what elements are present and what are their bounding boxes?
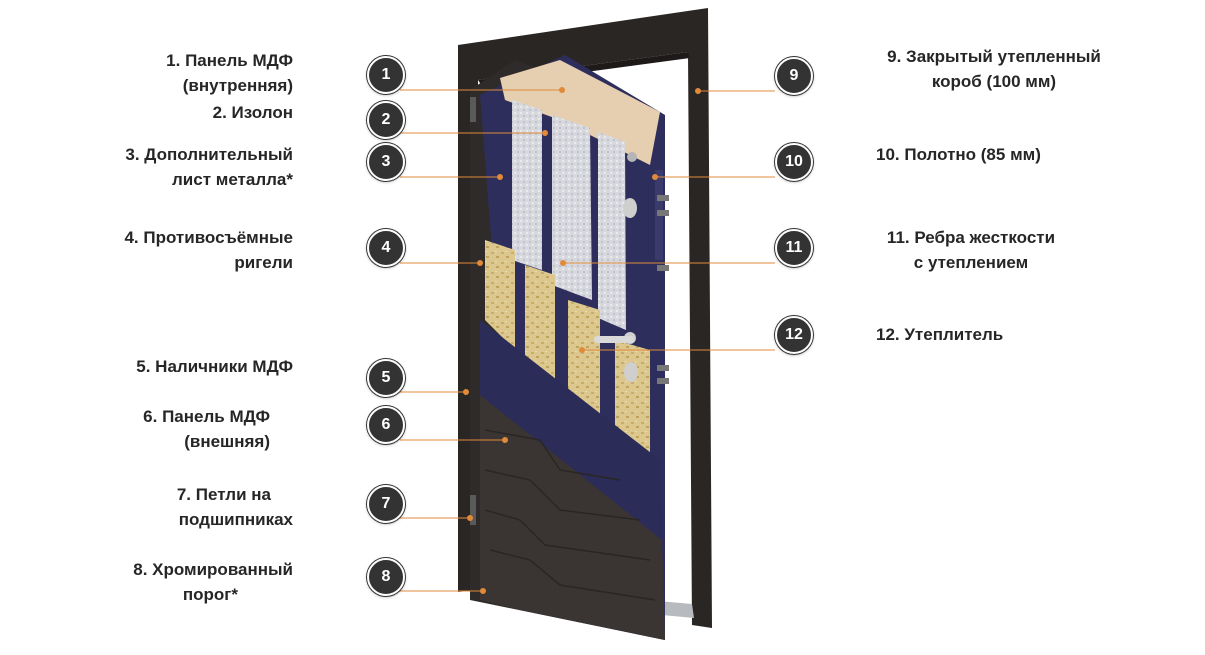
callout-label-5: 5. Наличники МДФ (136, 354, 293, 379)
callout-badge-10: 10 (775, 143, 813, 181)
callout-badge-5: 5 (367, 359, 405, 397)
label-line: 11. Ребра жесткости (886, 228, 1056, 247)
leader-dots (463, 87, 701, 594)
callout-label-3: 3. Дополнительный лист металла* (125, 142, 293, 192)
callout-label-11: 11. Ребра жесткости с утеплением (876, 225, 1066, 275)
callout-label-8: 8. Хромированный порог* (133, 557, 293, 607)
callout-badge-11: 11 (775, 229, 813, 267)
callout-badge-4: 4 (367, 229, 405, 267)
callout-label-4: 4. Противосъёмные ригели (124, 225, 293, 275)
label-line: с утеплением (913, 253, 1029, 272)
label-line: ригели (234, 253, 293, 272)
callout-label-6: 6. Панель МДФ (внешняя) (143, 404, 270, 454)
callout-label-12: 12. Утеплитель (876, 322, 1003, 347)
label-line: короб (100 мм) (931, 72, 1057, 91)
label-line: 8. Хромированный (133, 560, 293, 579)
label-line: (внутренняя) (182, 76, 293, 95)
label-line: порог* (182, 585, 238, 604)
callout-badge-9: 9 (775, 57, 813, 95)
callout-label-10: 10. Полотно (85 мм) (876, 142, 1041, 167)
callout-label-7: 7. Петли на подшипниках (177, 482, 293, 532)
leader-lines (400, 89, 775, 592)
callout-badge-2: 2 (367, 101, 405, 139)
label-line: 2. Изолон (212, 103, 293, 122)
label-line: 7. Петли на (176, 485, 271, 504)
callout-badge-7: 7 (367, 485, 405, 523)
label-line: 12. Утеплитель (876, 325, 1004, 344)
label-line: 4. Противосъёмные (124, 228, 293, 247)
callout-label-9: 9. Закрытый утепленный короб (100 мм) (876, 44, 1112, 94)
callout-label-1: 1. Панель МДФ (внутренняя) (166, 48, 293, 98)
callout-badge-1: 1 (367, 56, 405, 94)
callout-badge-3: 3 (367, 143, 405, 181)
label-line: 1. Панель МДФ (166, 51, 293, 70)
label-line: 9. Закрытый утепленный (887, 47, 1101, 66)
label-line: 3. Дополнительный (125, 145, 293, 164)
callout-badge-12: 12 (775, 316, 813, 354)
callout-badge-6: 6 (367, 406, 405, 444)
label-line: 5. Наличники МДФ (136, 357, 293, 376)
label-line: подшипниках (178, 510, 293, 529)
label-line: лист металла* (171, 170, 293, 189)
callout-badge-8: 8 (367, 558, 405, 596)
label-line: 10. Полотно (85 мм) (876, 145, 1041, 164)
callout-label-2: 2. Изолон (213, 100, 293, 125)
label-line: 6. Панель МДФ (143, 407, 270, 426)
door-leaf (470, 55, 669, 640)
label-line: (внешняя) (184, 432, 270, 451)
